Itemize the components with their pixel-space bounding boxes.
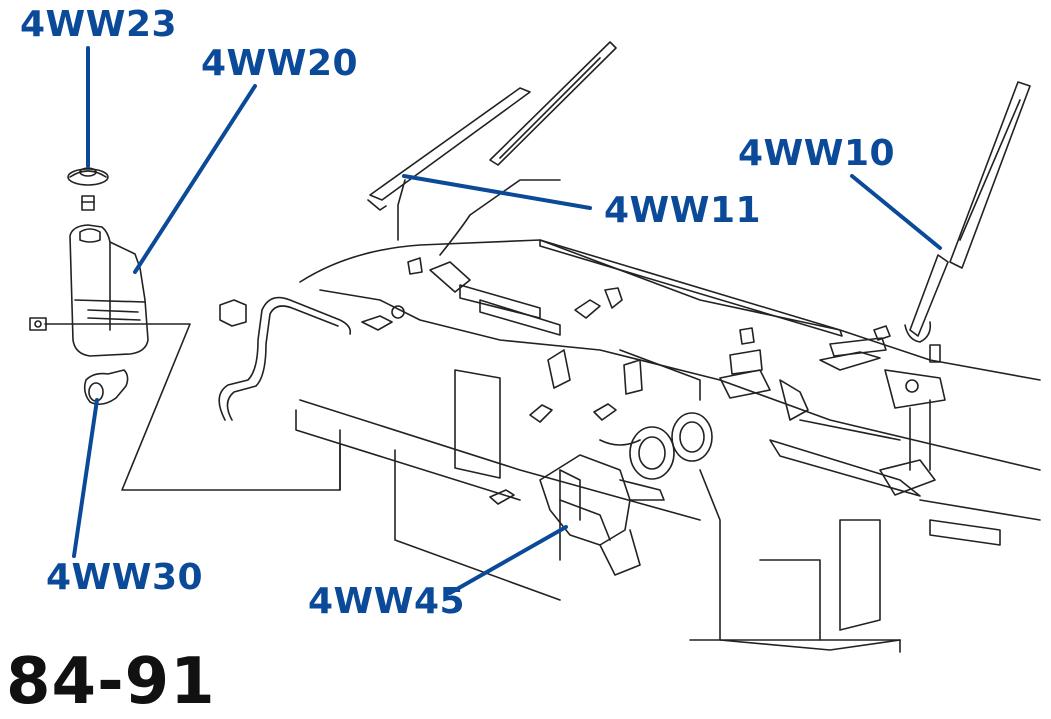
linkage [719, 327, 921, 497]
leader-4ww10 [850, 174, 942, 250]
label-4ww23: 4WW23 [20, 4, 178, 45]
label-4ww10: 4WW10 [738, 133, 896, 174]
washer-hose [218, 296, 352, 421]
label-4ww30: 4WW30 [46, 557, 204, 598]
hardware [361, 257, 643, 505]
reservoir-cap [67, 167, 109, 186]
fitting [81, 195, 95, 211]
wiper-motor [539, 454, 665, 576]
nozzle-left [29, 317, 47, 331]
leader-4ww30 [72, 398, 99, 558]
leader-4ww11 [402, 174, 592, 210]
wiper-arm-left [367, 41, 617, 241]
wiper-arm-right [873, 81, 1031, 496]
leader-4ww20 [133, 84, 257, 274]
leader-lines [72, 46, 942, 595]
label-4ww11: 4WW11 [604, 190, 762, 231]
washer-reservoir [69, 224, 149, 357]
washer-pump [83, 369, 129, 406]
label-4ww20: 4WW20 [201, 43, 359, 84]
label-4ww45: 4WW45 [308, 581, 466, 622]
clip [219, 299, 247, 327]
model-years: 84-91 [6, 645, 216, 719]
cowl-body [295, 179, 1041, 653]
grommets [629, 412, 713, 480]
leader-4ww45 [448, 525, 568, 595]
